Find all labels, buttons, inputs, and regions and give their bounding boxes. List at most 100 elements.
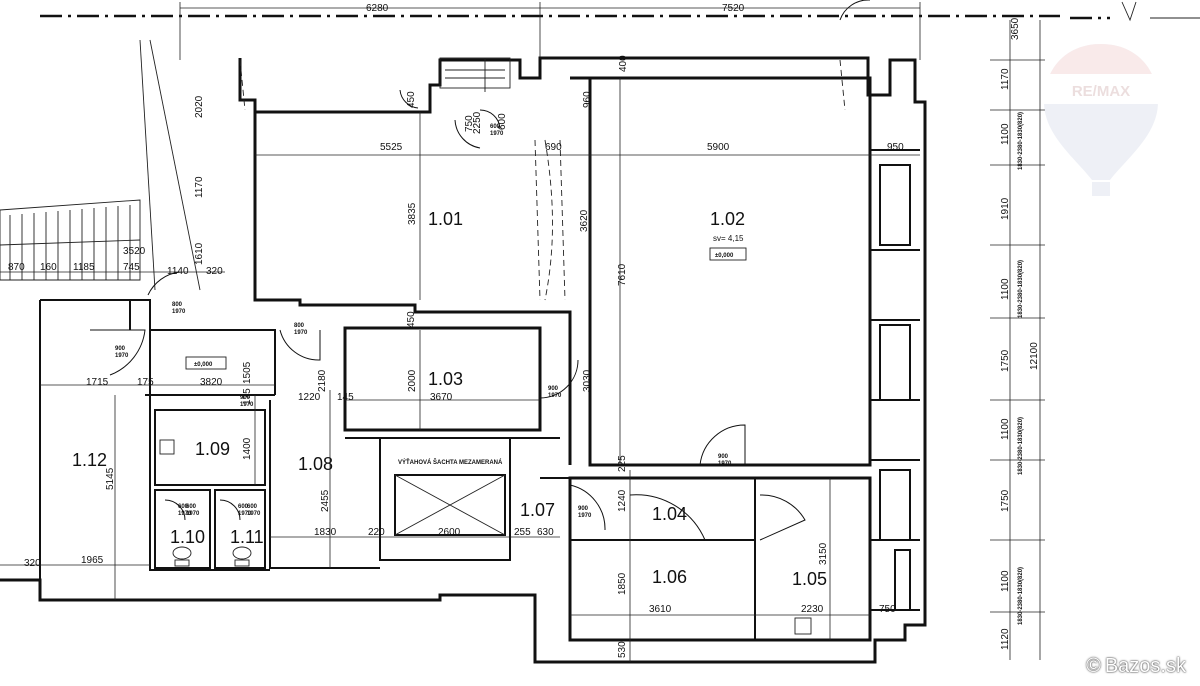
dim-870: 870	[8, 262, 25, 273]
window-spec-1: 1830-2380-1830(820)	[1018, 112, 1024, 170]
room-labels: 1.01 1.02 1.03 1.04 1.05 1.06 1.07 1.08 …	[72, 209, 827, 589]
interior-walls	[39, 299, 872, 642]
staircase	[0, 39, 201, 291]
dim-220: 220	[368, 527, 385, 538]
dim-3520: 3520	[123, 246, 146, 257]
dim-1830: 1830	[314, 527, 337, 538]
room-1-11-label: 1.11	[230, 527, 264, 547]
dim-1850: 1850	[617, 572, 628, 595]
dim-1610: 1610	[194, 242, 205, 265]
dim-745: 745	[123, 262, 140, 273]
dim-690: 690	[545, 142, 562, 153]
dim-1750-a: 1750	[1000, 349, 1011, 372]
dim-225: 225	[617, 455, 628, 472]
dim-1100-d: 1100	[1000, 570, 1011, 592]
plan-notes: sv= 4,15 ±0,000 ±0,000 VÝŤAHOVÁ ŠACHTA M…	[194, 234, 744, 466]
room-dimension-lines	[0, 78, 920, 662]
dim-2250: 2250	[472, 111, 483, 134]
elevator-shaft-note: VÝŤAHOVÁ ŠACHTA MEZAMERANÁ	[398, 458, 503, 466]
bazos-watermark: © Bazos.sk	[1086, 655, 1186, 678]
level-markers	[185, 247, 747, 370]
remax-balloon-logo: RE/MAX	[1044, 44, 1158, 196]
dim-175-a: 175	[137, 377, 154, 388]
dim-2600: 2600	[438, 527, 461, 538]
room-1-07-label: 1.07	[520, 500, 555, 520]
room-1-01-label: 1.01	[428, 209, 463, 229]
window-spec-3: 1830-2380-1830(820)	[1018, 417, 1024, 475]
dim-600: 600	[497, 113, 508, 130]
dim-1505: 1505	[242, 361, 253, 384]
room-1-05-label: 1.05	[792, 569, 827, 589]
window-spec-2: 1830-2380-1830(820)	[1018, 260, 1024, 318]
dim-1100-a: 1100	[1000, 123, 1011, 145]
dim-3150: 3150	[818, 542, 829, 565]
window-spec-4: 1830-2380-1830(820)	[1018, 567, 1024, 625]
room-1-04-label: 1.04	[652, 504, 687, 524]
dim-1965: 1965	[81, 555, 104, 566]
top-dimension-chain: 6280 7520	[179, 2, 921, 60]
level-hall-note: ±0,000	[194, 362, 213, 368]
dim-1170-b: 1170	[194, 176, 205, 198]
dim-1140: 1140	[167, 266, 189, 277]
dim-7520: 7520	[722, 3, 745, 14]
dim-1170: 1170	[1000, 68, 1011, 90]
dim-2020: 2020	[194, 95, 205, 118]
dim-1100-c: 1100	[1000, 418, 1011, 440]
dim-5900: 5900	[707, 142, 730, 153]
dim-1240: 1240	[617, 489, 628, 512]
watermark-text: Bazos.sk	[1104, 655, 1186, 677]
dim-160: 160	[40, 262, 57, 273]
door-swings	[90, 0, 870, 541]
watermark-circle-icon: ©	[1086, 655, 1101, 677]
dim-3610: 3610	[649, 604, 672, 615]
dim-1400: 1400	[242, 437, 253, 460]
dim-2230: 2230	[801, 604, 824, 615]
room-1-02-label: 1.02	[710, 209, 745, 229]
ceiling-height-note: sv= 4,15	[713, 234, 744, 243]
dim-1220: 1220	[298, 392, 321, 403]
dim-3835: 3835	[407, 202, 418, 225]
remax-logo-text: RE/MAX	[1072, 83, 1130, 100]
dim-3030: 3030	[582, 369, 593, 392]
dimension-labels: 5525 690 5900 950 3835 3620 7610 960 400…	[8, 55, 904, 658]
dim-2000: 2000	[407, 369, 418, 392]
dim-6280: 6280	[366, 3, 389, 14]
dim-1185: 1185	[73, 262, 95, 273]
dim-320-b: 320	[24, 558, 41, 569]
dim-400: 400	[618, 55, 629, 72]
room-1-10-label: 1.10	[170, 527, 205, 547]
dim-7610: 7610	[617, 263, 628, 286]
dim-1910: 1910	[1000, 197, 1011, 220]
dim-255: 255	[514, 527, 531, 538]
dim-145: 145	[337, 392, 354, 403]
room-1-09-label: 1.09	[195, 439, 230, 459]
dim-2180: 2180	[317, 369, 328, 392]
dim-320-a: 320	[206, 266, 223, 277]
dim-450-a: 450	[406, 91, 417, 108]
window-projections	[239, 59, 846, 301]
dim-1750-b: 1750	[1000, 489, 1011, 512]
outer-walls	[0, 56, 927, 664]
dim-3650: 3650	[1010, 17, 1021, 40]
property-boundary-line	[40, 1, 1200, 22]
dim-3620: 3620	[579, 209, 590, 232]
dim-1120: 1120	[1000, 628, 1011, 650]
dim-450-b: 450	[406, 311, 417, 328]
dim-750: 750	[879, 604, 896, 615]
dim-3820: 3820	[200, 377, 223, 388]
room-1-03-label: 1.03	[428, 369, 463, 389]
dim-1100-b: 1100	[1000, 278, 1011, 300]
dim-5145: 5145	[105, 467, 116, 490]
dim-630: 630	[537, 527, 554, 538]
